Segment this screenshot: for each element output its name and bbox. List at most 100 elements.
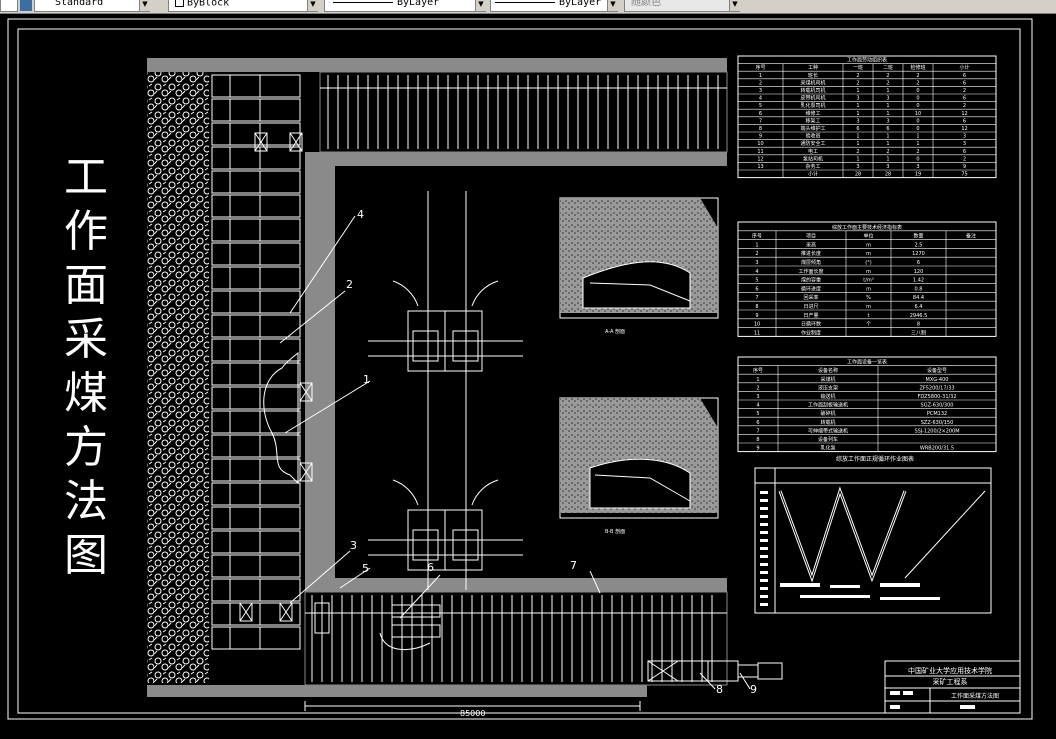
gob-area bbox=[147, 63, 209, 683]
table-cell: 2 bbox=[886, 149, 889, 155]
chevron-down-icon[interactable]: ▼ bbox=[307, 0, 318, 11]
table-cell: 杂务工 bbox=[805, 163, 820, 170]
lineweight-value: ByLayer bbox=[559, 0, 602, 8]
table-cell: 28 bbox=[885, 172, 891, 178]
table-header: 小计 bbox=[959, 64, 969, 71]
table-cell: MXG-400 bbox=[926, 377, 949, 383]
table-cell: 4 bbox=[756, 403, 759, 409]
table-cell: 端头维护工 bbox=[800, 125, 825, 132]
table-cell: 75 bbox=[961, 172, 967, 178]
table-cell: 3 bbox=[856, 96, 859, 102]
table-cell: 7 bbox=[756, 428, 759, 434]
table-cell: SGZ-630/300 bbox=[921, 403, 954, 409]
plot-style-dropdown[interactable]: 随颜色 bbox=[624, 0, 740, 12]
drawing-canvas[interactable]: 4 2 1 3 5 6 7 8 9 85000 A-A 剖面 bbox=[0, 13, 1056, 735]
text-style-icon[interactable] bbox=[20, 0, 32, 11]
table-header: 项目 bbox=[806, 234, 816, 240]
table-cell: FDZ5800-31/32 bbox=[917, 394, 956, 400]
section-a-label: A-A 剖面 bbox=[605, 328, 625, 335]
section-a: A-A 剖面 bbox=[559, 197, 719, 335]
table-cell: 9 bbox=[755, 313, 758, 319]
table-cell: 验收员 bbox=[805, 133, 820, 140]
chevron-down-icon[interactable]: ▼ bbox=[139, 0, 150, 11]
linetype-value: ByLayer bbox=[397, 0, 440, 8]
table-cell: 小计 bbox=[808, 171, 818, 178]
table-cell: 移架工 bbox=[805, 117, 820, 124]
table-cell: 6 bbox=[759, 111, 762, 117]
svg-text:6: 6 bbox=[427, 561, 434, 574]
table-cell: 皮带机司机 bbox=[800, 95, 825, 102]
callout-labels: 4 2 1 3 5 6 7 8 9 bbox=[346, 208, 757, 696]
table-cell: ZF5200/17/33 bbox=[919, 385, 954, 391]
table-header: 设备型号 bbox=[927, 367, 947, 374]
table-cell: 1 bbox=[856, 103, 859, 109]
table-title: 工作面设备一览表 bbox=[847, 359, 887, 366]
table-cell: 3 bbox=[755, 260, 758, 266]
cad-drawing: 4 2 1 3 5 6 7 8 9 85000 A-A 剖面 bbox=[7, 18, 1033, 720]
title-char: 方 bbox=[64, 422, 108, 473]
table-cell: (°) bbox=[865, 260, 871, 266]
table-cell: 7 bbox=[759, 118, 762, 124]
linetype-dropdown[interactable]: ByLayer bbox=[324, 0, 486, 12]
table-cell: m bbox=[866, 242, 871, 248]
svg-text:8: 8 bbox=[716, 683, 723, 696]
table-cell: 8 bbox=[759, 126, 762, 132]
cycle-operation-chart: 综放工作面正规循环作业图表 bbox=[754, 455, 992, 614]
table-cell: 6 bbox=[963, 96, 966, 102]
table-header: 数量 bbox=[913, 233, 923, 240]
table-cell: 循环进度 bbox=[801, 285, 821, 292]
table-cell: 9 bbox=[963, 164, 966, 170]
table-cell: 1 bbox=[856, 156, 859, 162]
cycle-chart-bars bbox=[780, 583, 940, 600]
main-dimension-value: 85000 bbox=[460, 709, 485, 718]
svg-text:9: 9 bbox=[750, 683, 757, 696]
support-marker bbox=[299, 382, 313, 402]
chevron-down-icon[interactable]: ▼ bbox=[475, 0, 486, 11]
support-detail-views bbox=[368, 191, 523, 590]
table-cell: 0 bbox=[916, 126, 919, 132]
support-marker bbox=[279, 602, 293, 622]
main-dimension bbox=[304, 701, 641, 711]
table-cell: 转载机司机 bbox=[800, 87, 825, 94]
table-cell: 10 bbox=[915, 111, 921, 117]
table-cell: 12 bbox=[961, 126, 967, 132]
table-cell: WRB200/31.5 bbox=[920, 446, 954, 452]
table-title: 综放工作面主要技术经济指标表 bbox=[832, 224, 902, 231]
table-cell: 作业制度 bbox=[801, 329, 821, 336]
support-marker bbox=[299, 462, 313, 482]
table-header: 检修班 bbox=[910, 64, 925, 71]
text-style-dropdown[interactable]: Standard bbox=[34, 0, 150, 12]
color-dropdown[interactable]: ByBlock bbox=[168, 0, 318, 12]
table-cell: 1 bbox=[856, 111, 859, 117]
table-cell: 8 bbox=[917, 322, 920, 328]
table-cell: 9 bbox=[759, 134, 762, 140]
table-cell: 1 bbox=[759, 73, 762, 79]
table-cell: 6 bbox=[917, 260, 920, 266]
svg-text:3: 3 bbox=[350, 539, 357, 552]
table-cell: t bbox=[868, 313, 870, 319]
upper-roadway-wall bbox=[147, 58, 727, 72]
table-cell: 1270 bbox=[912, 251, 925, 257]
table-cell: 4 bbox=[755, 269, 758, 275]
chevron-down-icon[interactable]: ▼ bbox=[607, 0, 618, 11]
table-cell: 采煤机司机 bbox=[800, 79, 825, 86]
table-cell: 乳化泵 bbox=[820, 445, 835, 452]
table-cell: 120 bbox=[914, 269, 924, 275]
table-cell: 6 bbox=[963, 73, 966, 79]
table-cell: 2 bbox=[916, 149, 919, 155]
table-cell: m bbox=[866, 251, 871, 257]
chevron-down-icon[interactable]: ▼ bbox=[729, 0, 740, 11]
title-block-department: 采矿工程系 bbox=[933, 677, 968, 686]
table-cell: 0 bbox=[916, 156, 919, 162]
lower-roadway-rib bbox=[335, 578, 727, 592]
table-cell: 6 bbox=[886, 126, 889, 132]
table-cell: 1 bbox=[886, 141, 889, 147]
table-cell: 1 bbox=[886, 156, 889, 162]
text-style-value: Standard bbox=[55, 0, 104, 8]
lineweight-dropdown[interactable]: ByLayer bbox=[490, 0, 618, 12]
table-cell: 8 bbox=[755, 304, 758, 310]
table-title: 工作面劳动组织表 bbox=[847, 57, 887, 64]
table-cell: 9 bbox=[756, 446, 759, 452]
table-header: 备注 bbox=[966, 233, 976, 240]
table-cell: 1 bbox=[856, 134, 859, 140]
